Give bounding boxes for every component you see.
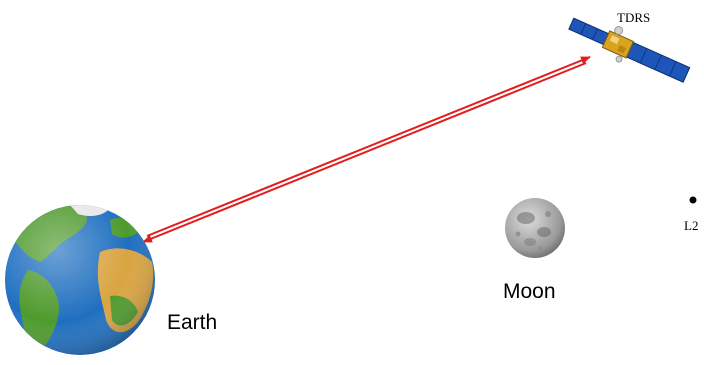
point-marker-icon — [690, 197, 697, 204]
moon-label: Moon — [503, 280, 556, 303]
earth-label: Earth — [167, 311, 217, 334]
earth-globe-icon — [5, 200, 155, 355]
satellite-label: TDRS — [617, 10, 650, 25]
moon-icon — [505, 198, 565, 258]
lagrange-point-label: L2 — [684, 218, 698, 233]
